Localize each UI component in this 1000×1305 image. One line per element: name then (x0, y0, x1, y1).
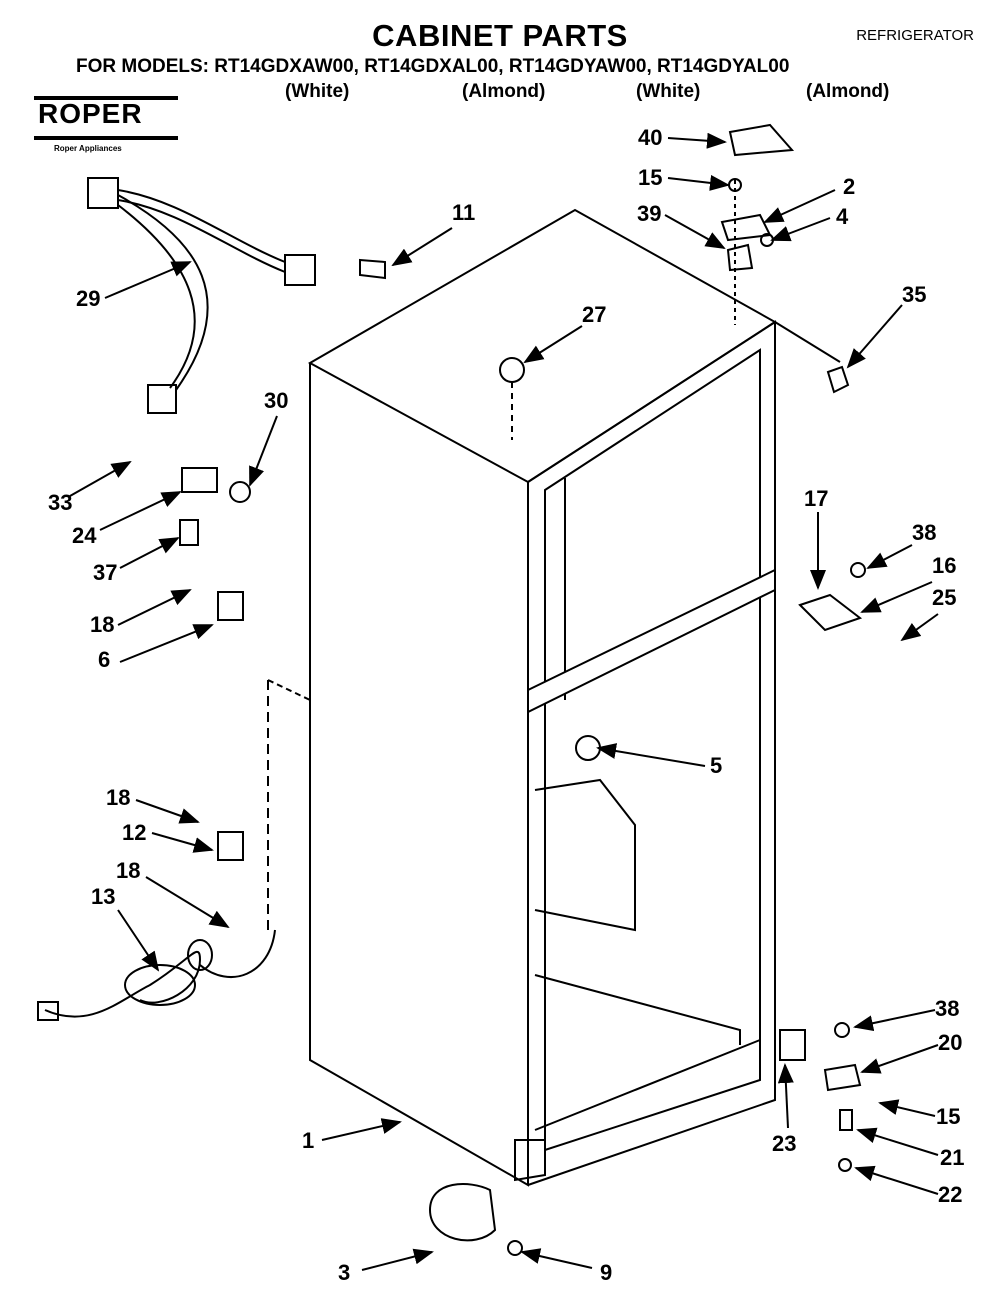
logo-frame (34, 96, 178, 140)
hinge-pin-cap-part (826, 365, 850, 394)
callout-24: 24 (72, 523, 97, 548)
color-label-3: (White) (636, 81, 701, 102)
callout-30: 30 (264, 388, 289, 413)
callout-17: 17 (804, 486, 829, 511)
callout-15-bottom: 15 (936, 1104, 961, 1129)
color-label-4: (Almond) (806, 81, 890, 102)
callout-40: 40 (638, 125, 663, 150)
callout-22: 22 (938, 1182, 963, 1207)
callout-38-bottom: 38 (935, 996, 960, 1021)
callout-12: 12 (122, 820, 147, 845)
center-hinge-part (798, 593, 863, 632)
callout-18-c: 18 (116, 858, 141, 883)
power-cord-part (37, 929, 276, 1021)
bushing-part (179, 519, 199, 546)
callout-33: 33 (48, 490, 73, 515)
washer-part (850, 562, 866, 578)
grommet-part (229, 481, 251, 503)
washer-part-lower (834, 1022, 850, 1038)
leveling-leg-part (838, 1158, 852, 1172)
logo-wordmark: ROPER (38, 98, 143, 129)
leader-lines (69, 132, 939, 1271)
hinge-cover-part (728, 123, 795, 157)
door-stop-part (575, 735, 601, 761)
cabinet-body (267, 208, 841, 1187)
callout-16: 16 (932, 553, 957, 578)
callout-37: 37 (93, 560, 118, 585)
wire-harness-part (87, 177, 316, 414)
hinge-shim-part (779, 1029, 806, 1061)
hinge-pin-part (839, 1109, 853, 1131)
callout-5: 5 (710, 753, 723, 778)
logo-tagline: Roper Appliances (54, 144, 122, 153)
callout-18-b: 18 (106, 785, 131, 810)
callout-39: 39 (637, 201, 662, 226)
bottom-hinge-part (823, 1063, 862, 1092)
shim-part (726, 243, 754, 272)
callout-20: 20 (938, 1030, 963, 1055)
callout-21: 21 (940, 1145, 965, 1170)
callout-6: 6 (98, 647, 111, 672)
color-label-2: (Almond) (462, 81, 546, 102)
bracket-part (181, 467, 218, 493)
models-line: FOR MODELS: RT14GDXAW00, RT14GDXAL00, RT… (76, 56, 790, 77)
color-label-1: (White) (285, 81, 350, 102)
callout-18-a: 18 (90, 612, 115, 637)
clip-part-upper (217, 591, 244, 621)
callout-35: 35 (902, 282, 927, 307)
clip-part-lower (217, 831, 244, 861)
callout-29: 29 (76, 286, 101, 311)
roper-logo: ROPER Roper Appliances (34, 96, 184, 156)
callout-2: 2 (843, 174, 856, 199)
roller-screw-part (507, 1240, 523, 1256)
callout-15-top: 15 (638, 165, 663, 190)
appliance-type: REFRIGERATOR (856, 27, 974, 44)
callout-11: 11 (452, 200, 476, 225)
callout-3: 3 (338, 1260, 351, 1285)
callout-23: 23 (772, 1131, 797, 1156)
callout-27: 27 (582, 302, 607, 327)
callout-9: 9 (600, 1260, 613, 1285)
callout-4: 4 (836, 204, 849, 229)
page-title: CABINET PARTS (372, 18, 628, 53)
leveler-part (359, 258, 386, 280)
callout-13: 13 (91, 884, 116, 909)
callout-1: 1 (302, 1128, 315, 1153)
callout-25: 25 (932, 585, 957, 610)
roller-part (428, 1183, 497, 1242)
callout-38-top: 38 (912, 520, 937, 545)
